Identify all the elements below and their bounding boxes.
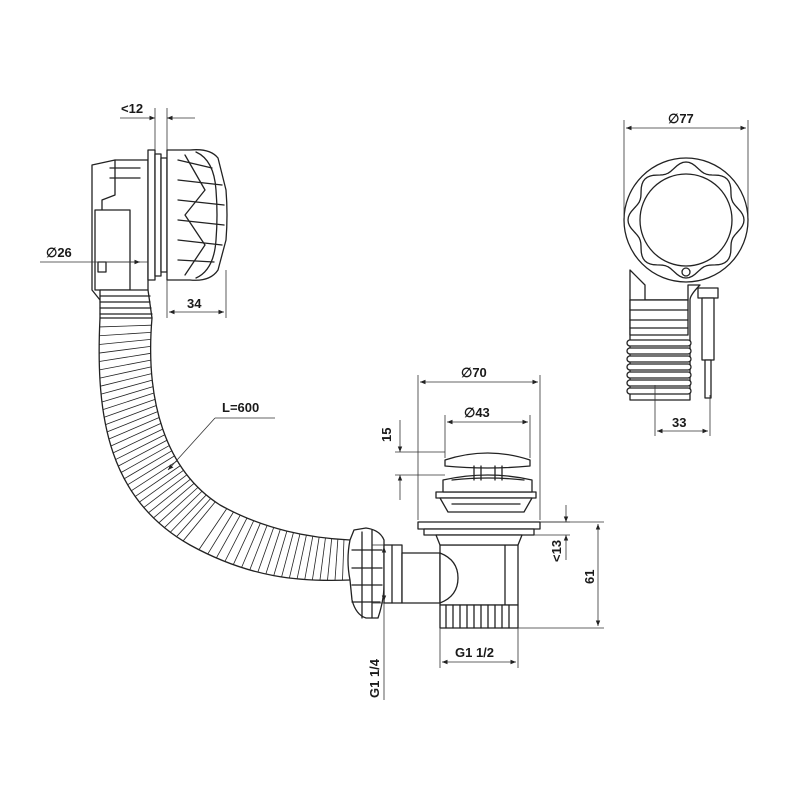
hose-rib	[224, 517, 248, 562]
dim-hose-length: L=600	[222, 400, 259, 415]
hose-nut-connector	[347, 527, 403, 619]
dim-waste-height: 61	[582, 570, 597, 584]
hose-rib	[281, 532, 294, 578]
hose-rib	[143, 474, 188, 508]
hose-rib	[288, 533, 301, 579]
hose-rib	[327, 538, 333, 581]
hose-rib	[216, 514, 241, 559]
hose-rib	[334, 539, 339, 581]
dim-overflow-depth: 34	[187, 296, 202, 311]
hose-rib	[112, 428, 163, 454]
front-hose-rib	[626, 347, 692, 355]
hose-rib	[104, 398, 156, 418]
waste-body	[401, 544, 519, 629]
hose-rib	[342, 539, 345, 581]
hose-rib	[232, 520, 255, 565]
hose-rib	[110, 423, 162, 447]
hose-rib	[100, 379, 153, 395]
front-hose-rib	[626, 379, 692, 387]
hose-rib	[120, 445, 170, 473]
waste-flange-and-plug	[417, 452, 541, 546]
hose-rib	[164, 490, 203, 528]
hose-rib	[249, 525, 268, 571]
dimensions: <12 ∅26 34 L=600 ∅77 33 ∅70 ∅43	[40, 101, 749, 700]
hose-rib	[182, 501, 216, 542]
dim-overflow-diameter: ∅26	[46, 245, 72, 260]
hose-rib	[319, 537, 326, 581]
hose-rib	[148, 478, 191, 514]
hose-rib	[198, 508, 228, 550]
dim-plug-height: 15	[379, 428, 394, 442]
overflow-head-side-view	[91, 149, 228, 301]
hose-rib	[99, 359, 151, 371]
hose-rib	[108, 417, 160, 440]
hose-rib	[100, 373, 152, 387]
hose-rib	[105, 405, 157, 425]
hose-rib	[296, 535, 307, 579]
overflow-cover-front-view	[623, 157, 749, 401]
hose-rib	[176, 498, 211, 537]
front-hose-rib	[626, 387, 692, 395]
hose-rib	[265, 529, 281, 575]
front-hose-rib	[626, 363, 692, 371]
hose-rib	[241, 523, 261, 568]
front-hose-rib	[626, 339, 692, 347]
hose-rib	[101, 386, 154, 403]
hose-rib	[99, 366, 152, 379]
hose-rib	[99, 352, 151, 362]
hose-rib	[311, 537, 320, 581]
hose-rib	[118, 439, 168, 467]
corrugated-hose	[98, 317, 351, 582]
hose-rib	[257, 527, 275, 573]
dim-plug-diameter: ∅43	[464, 405, 490, 420]
hose-rib	[99, 339, 151, 345]
hose-rib	[139, 469, 184, 503]
hose-rib	[134, 465, 181, 497]
hose-rib	[102, 392, 155, 411]
front-hose-rib	[626, 371, 692, 379]
hose-rib	[158, 487, 199, 524]
hose-rib	[99, 324, 152, 328]
hose-rib	[304, 536, 314, 580]
hose-rib	[106, 411, 158, 433]
hose-rib	[273, 531, 288, 576]
dim-overflow-thickness: <12	[121, 101, 143, 116]
dim-overflow-hose-width: 33	[672, 415, 686, 430]
hose-rib	[207, 511, 234, 555]
dim-flange-thickness: <13	[549, 540, 564, 562]
dim-cap-diameter: ∅77	[668, 111, 694, 126]
hose-rib	[124, 450, 173, 480]
front-hose-rib	[626, 355, 692, 363]
hose-rib	[127, 455, 175, 486]
hose-rib	[153, 483, 195, 519]
dim-outlet-thread: G1 1/2	[455, 645, 494, 660]
dim-flange-diameter: ∅70	[461, 365, 487, 380]
dim-side-thread: G1 1/4	[367, 658, 382, 698]
overflow-hose-collar	[99, 289, 153, 319]
hose-rib	[170, 494, 207, 533]
hose-rib	[115, 434, 165, 460]
hose-rib	[99, 346, 151, 354]
hose-rib	[131, 460, 178, 492]
hose-rib	[99, 331, 152, 337]
